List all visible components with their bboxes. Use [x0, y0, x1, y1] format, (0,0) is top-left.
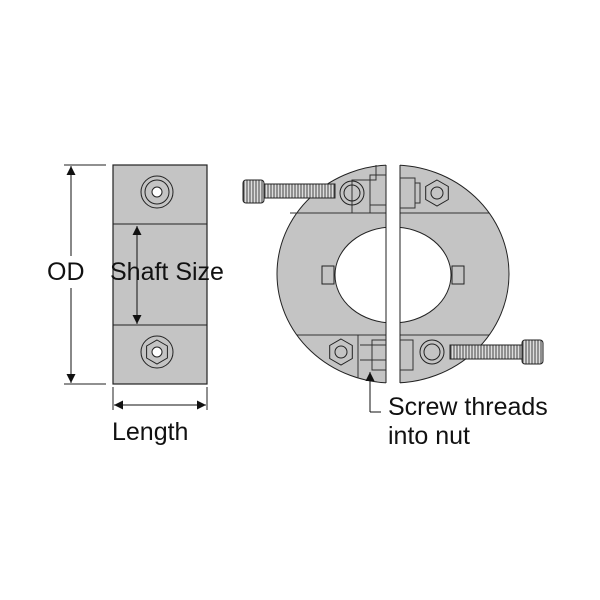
- hex-nut-bottom-icon: [329, 338, 353, 366]
- screw-note-line1: Screw threads: [388, 393, 548, 421]
- split-gap: [386, 160, 400, 390]
- collar-outer-edge: [276, 164, 510, 384]
- hex-nut-icon: [140, 335, 174, 369]
- setscrew-right: [451, 265, 465, 285]
- hex-nut-top-icon: [425, 179, 449, 207]
- cap-screw-bottom-icon: [419, 339, 544, 365]
- screw-note-line2: into nut: [388, 422, 470, 450]
- side-view: OD Shaft Size Length: [40, 164, 224, 446]
- setscrew-left: [321, 265, 335, 285]
- shaft-size-label: Shaft Size: [110, 258, 224, 286]
- screw-head-icon: [140, 175, 174, 209]
- od-label: OD: [47, 258, 85, 286]
- cap-screw-top-icon: [242, 179, 365, 206]
- front-view: Screw threads into nut: [242, 160, 548, 450]
- length-label: Length: [112, 418, 188, 446]
